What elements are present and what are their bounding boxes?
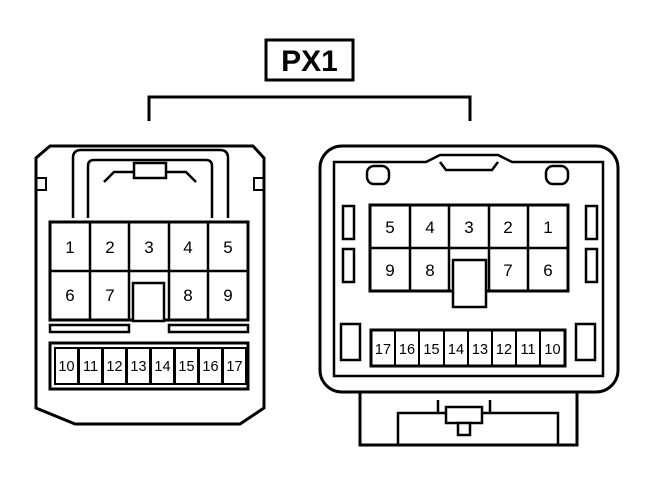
right-inner-outline	[332, 153, 605, 378]
right-pin-label: 13	[472, 342, 488, 358]
connector-bracket	[147, 95, 472, 121]
left-lock-arm-outer	[71, 148, 230, 218]
left-upper-cavities	[50, 222, 248, 320]
right-pin-label: 4	[425, 218, 434, 237]
left-key-slot	[131, 281, 166, 323]
title-label: PX1	[281, 45, 338, 78]
right-lock-tab	[444, 405, 484, 425]
right-key-slot	[451, 258, 488, 309]
right-pin-label: 10	[544, 342, 560, 358]
left-pin-label: 16	[202, 359, 218, 375]
right-connector: 5 4 3 2 1 9 8 7 6 17 16 15 14 13 12 11 1…	[318, 144, 620, 447]
title-group: PX1	[264, 38, 355, 82]
left-lock-arm-inner	[86, 158, 214, 218]
right-pin-label: 9	[385, 261, 394, 280]
right-pin-label: 17	[375, 342, 391, 358]
left-pin-label: 1	[65, 238, 74, 257]
left-pin-label: 9	[223, 286, 232, 305]
left-pin-label: 12	[106, 359, 122, 375]
left-pin-label: 7	[105, 286, 114, 305]
right-lower-cavities	[394, 330, 541, 366]
right-lock-tab-inner	[456, 421, 472, 437]
left-lock-tab	[132, 161, 168, 180]
right-pin-label: 8	[425, 261, 434, 280]
left-separator-bar-1	[48, 323, 131, 334]
right-pin-label: 5	[385, 218, 394, 237]
right-pin-label: 1	[543, 218, 552, 237]
left-pin-label: 17	[226, 359, 242, 375]
left-pin-label: 5	[223, 238, 232, 257]
left-pin-label: 10	[58, 359, 74, 375]
right-pin-label: 3	[464, 218, 473, 237]
left-pin-label: 6	[65, 286, 74, 305]
title-box	[264, 38, 355, 82]
right-pin-label: 14	[448, 342, 464, 358]
left-connector: 1 2 3 4 5 6 7 8 9 10 11 12 13 14 15 16 1…	[34, 144, 266, 426]
left-pin-label: 2	[105, 238, 114, 257]
left-pin-label: 3	[144, 238, 153, 257]
right-pin-label: 7	[503, 261, 512, 280]
right-pin-label: 12	[496, 342, 512, 358]
left-pin-label: 11	[83, 359, 98, 375]
right-top-notch	[439, 161, 499, 172]
left-pin-label: 8	[183, 286, 192, 305]
left-lower-cavities	[54, 347, 247, 385]
left-separator-bar-2	[167, 323, 250, 334]
right-pin-label: 11	[520, 342, 535, 358]
left-pin-label: 15	[178, 359, 194, 375]
right-side-rails	[339, 204, 599, 362]
left-pin-label: 4	[183, 238, 192, 257]
right-guide-hole-right	[544, 164, 570, 186]
right-pin-label: 15	[423, 342, 439, 358]
right-pin-label: 16	[399, 342, 415, 358]
right-guide-hole-left	[365, 164, 391, 186]
left-side-latch-right	[253, 177, 264, 191]
right-pin-label: 2	[503, 218, 512, 237]
left-pin-label: 14	[154, 359, 170, 375]
right-pin-label: 6	[543, 261, 552, 280]
right-upper-cavities	[370, 205, 568, 291]
left-pin-label: 13	[130, 359, 146, 375]
left-side-latch-left	[36, 177, 47, 191]
